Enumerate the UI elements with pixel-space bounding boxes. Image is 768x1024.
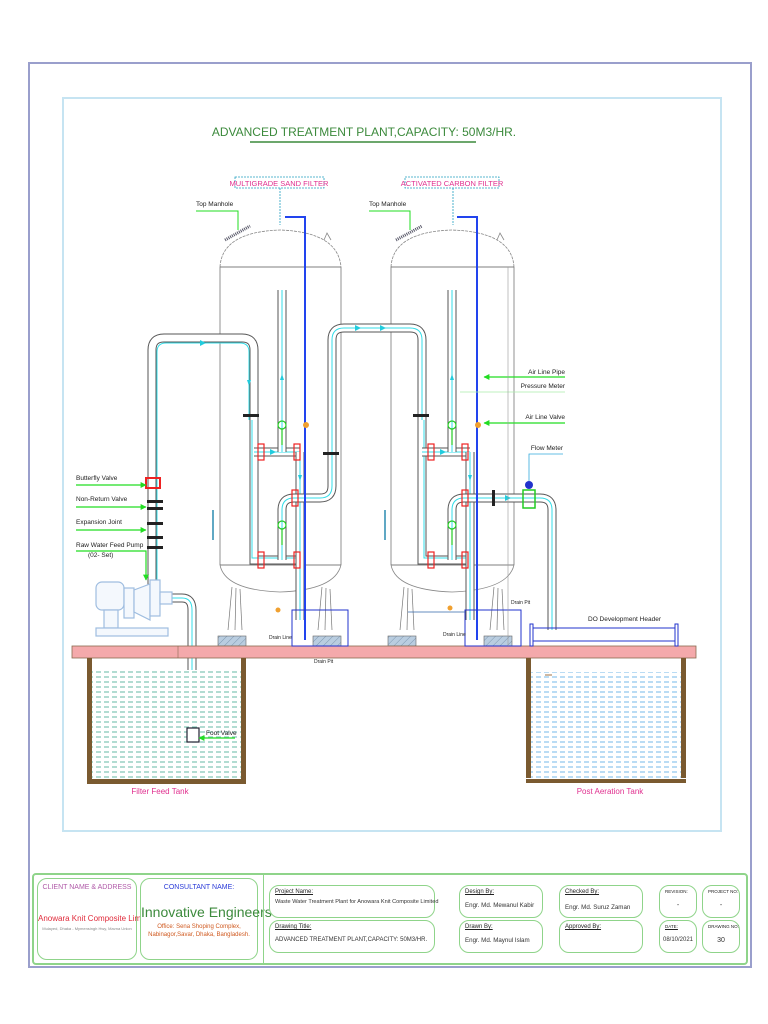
client-box: CLIENT NAME & ADDRESS Anowara Knit Compo… — [37, 878, 155, 960]
carbon-filter-vessel — [384, 224, 515, 647]
drawn-by: Engr. Md. Maynul Islam — [465, 937, 530, 944]
process-diagram: ADVANCED TREATMENT PLANT,CAPACITY: 50M3/… — [71, 125, 697, 796]
drawing-no: 30 — [717, 937, 725, 944]
pipework — [147, 216, 557, 740]
drawing-title: ADVANCED TREATMENT PLANT,CAPACITY: 50M3/… — [212, 125, 516, 139]
air-line-valve-label: Air Line Valve — [525, 414, 565, 421]
raw-water-pump-qty: (02- Set) — [88, 552, 113, 559]
flow-meter-label: Flow Meter — [531, 445, 564, 452]
drawing-title-value: ADVANCED TREATMENT PLANT,CAPACITY: 50M3/… — [275, 937, 428, 943]
client-address: Mulayed, Dhaka - Mymensingh Hwy, Mavna U… — [42, 926, 132, 931]
project-name-box: Project Name: Waste Water Treatment Plan… — [269, 885, 439, 918]
design-by: Engr. Md. Mewanul Kabir — [465, 902, 535, 909]
consultant-name: Innovative Engineers — [141, 904, 272, 920]
filter-feed-tank — [87, 658, 246, 784]
drawing-border — [62, 97, 722, 832]
checked-by-box: Checked By: Engr. Md. Suruz Zaman — [559, 885, 643, 918]
flow-arrows — [200, 325, 511, 501]
date-label: DATE: — [665, 924, 678, 929]
ground-slab — [71, 645, 697, 659]
expansion-joint-label: Expansion Joint — [76, 519, 122, 526]
drain-pit-2 — [464, 609, 522, 647]
drawing-title-box: Drawing Title: ADVANCED TREATMENT PLANT,… — [269, 920, 435, 953]
checked-by: Engr. Md. Suruz Zaman — [565, 904, 631, 911]
carbon-filter-manhole-label: Top Manhole — [369, 201, 407, 208]
project-no-box: PROJECT NO: - — [702, 885, 740, 918]
date-box: DATE: 08/10/2021 — [659, 920, 697, 953]
revision-box: REVISION: - — [659, 885, 697, 918]
project-no: - — [719, 902, 723, 909]
drawing-title-label: Drawing Title: — [275, 924, 312, 930]
flow-meter-icon — [525, 481, 533, 489]
date: 08/10/2021 — [662, 937, 694, 943]
checked-by-label: Checked By: — [565, 889, 600, 895]
pressure-meter-label: Pressure Meter — [521, 383, 566, 390]
sheet-border — [28, 62, 752, 968]
filter-valves — [145, 443, 469, 569]
carbon-filter-label: ACTIVATED CARBON FILTER — [401, 179, 504, 188]
consultant-office-line1: Office: Sena Shoping Complex, — [157, 924, 241, 930]
riser-flanges — [147, 414, 495, 549]
carbon-filter-label-box — [404, 176, 500, 189]
butterfly-valve-label: Butterfly Valve — [76, 475, 118, 482]
post-aeration-tank-label: Post Aeration Tank — [577, 787, 645, 796]
design-by-box: Design By: Engr. Md. Mewanul Kabir — [459, 885, 543, 918]
foot-valve-label: Foot Valve — [206, 730, 237, 737]
client-name: Anowara Knit Composite Limited — [38, 914, 155, 923]
drawing-no-box: DRAWING NO: 30 — [702, 920, 740, 953]
air-line-pipe-label: Air Line Pipe — [528, 369, 565, 376]
do-header-label: DO Development Header — [588, 616, 662, 623]
sand-filter-vessel — [212, 224, 342, 647]
non-return-valve-label: Non-Return Valve — [76, 496, 128, 503]
drain-pit-2-label: Drain Pit — [511, 600, 531, 606]
project-name: Waste Water Treatment Plant for Anowara … — [275, 899, 439, 905]
sand-filter-manhole-label: Top Manhole — [196, 201, 234, 208]
drain-pit-1 — [291, 609, 349, 647]
revision-label: REVISION: — [665, 889, 688, 894]
design-by-label: Design By: — [465, 889, 495, 895]
project-name-label: Project Name: — [275, 889, 314, 895]
drawn-by-box: Drawn By: Engr. Md. Maynul Islam — [459, 920, 543, 953]
approved-by-label: Approved By: — [565, 924, 602, 930]
air-valves — [275, 422, 481, 613]
do-development-header — [529, 623, 679, 647]
filter-feed-tank-label: Filter Feed Tank — [131, 787, 189, 796]
drain-pit-1-label: Drain Pit — [314, 659, 334, 665]
post-aeration-tank — [526, 658, 686, 783]
sand-filter-label: MULTIGRADE SAND FILTER — [230, 179, 329, 188]
approved-by-box: Approved By: — [559, 920, 643, 953]
drain-line-1-label: Drain Line — [269, 635, 292, 641]
raw-water-pump — [95, 579, 173, 637]
title-block: CLIENT NAME & ADDRESS Anowara Knit Compo… — [32, 873, 748, 965]
drain-line-2-label: Drain Line — [443, 632, 466, 638]
consultant-office-line2: Nabinagor,Savar, Dhaka, Bangladesh. — [148, 932, 250, 938]
sand-filter-label-box — [234, 176, 325, 189]
revision: - — [676, 902, 680, 909]
project-no-label: PROJECT NO: — [708, 889, 739, 894]
consultant-box: CONSULTANT NAME: Innovative Engineers Of… — [140, 878, 272, 960]
client-heading: CLIENT NAME & ADDRESS — [42, 884, 132, 891]
raw-water-pump-label: Raw Water Feed Pump — [76, 542, 144, 549]
drawn-by-label: Drawn By: — [465, 924, 493, 930]
check-valves — [277, 420, 536, 545]
drawing-no-label: DRAWING NO: — [708, 924, 739, 929]
consultant-heading: CONSULTANT NAME: — [163, 884, 235, 891]
